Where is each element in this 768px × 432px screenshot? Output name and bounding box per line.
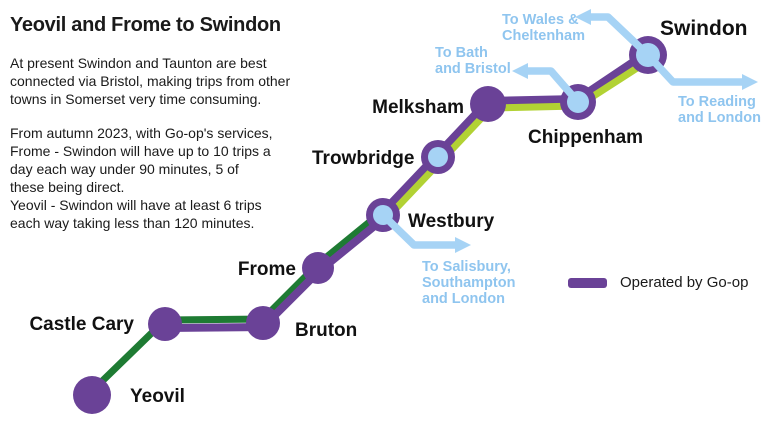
branch-line-bath-bristol [520,67,582,106]
page-title: Yeovil and Frome to Swindon [10,14,281,36]
legend-label: Operated by Go-op [620,274,749,291]
station-label-westbury: Westbury [408,211,495,232]
branch-arrow-icon-salisbury-southampton-london [455,237,471,253]
station-node-inner-swindon [636,43,660,67]
station-node-melksham [470,86,506,122]
branch-label-reading-london: To Reading [678,94,756,110]
branch-label-salisbury-southampton-london: and London [422,291,505,307]
branch-label-wales-cheltenham: To Wales & [502,12,579,28]
station-label-frome: Frome [238,259,296,280]
station-label-chippenham: Chippenham [528,127,643,148]
station-label-melksham: Melksham [372,97,464,118]
branch-line-reading-london [644,51,750,86]
branch-line-salisbury-southampton-london [379,211,462,249]
branch-arrow-icon-reading-london [742,74,758,90]
station-node-yeovil [73,376,111,414]
station-node-inner-trowbridge [428,147,448,167]
station-node-inner-westbury [373,205,393,225]
intro-paragraph: At present Swindon and Taunton are best … [10,55,291,107]
branch-label-salisbury-southampton-london: To Salisbury, [422,259,511,275]
station-node-inner-chippenham [567,91,589,113]
route-line-green-yeovil-westbury [89,208,386,394]
legend-swatch [568,277,607,288]
branch-label-reading-london: and London [678,110,761,126]
service-paragraph: From autumn 2023, with Go-op's services,… [10,125,273,231]
branch-line-wales-cheltenham [583,13,652,59]
station-label-bruton: Bruton [295,320,357,341]
branch-label-salisbury-southampton-london: Southampton [422,275,515,291]
station-label-yeovil: Yeovil [130,386,185,407]
station-label-swindon: Swindon [660,17,748,40]
station-node-frome [302,252,334,284]
branch-label-bath-bristol: To Bath [435,45,488,61]
station-node-castle-cary [148,307,182,341]
branch-label-bath-bristol: and Bristol [435,61,511,77]
station-label-castle-cary: Castle Cary [29,314,134,335]
branch-arrow-icon-wales-cheltenham [575,9,591,25]
legend: Operated by Go-op [568,274,748,291]
route-line-purple-castlecary-westbury [164,215,386,332]
branch-arrow-icon-bath-bristol [512,63,528,79]
station-node-bruton [246,306,280,340]
branch-label-wales-cheltenham: Cheltenham [502,28,585,44]
station-label-trowbridge: Trowbridge [312,148,414,169]
